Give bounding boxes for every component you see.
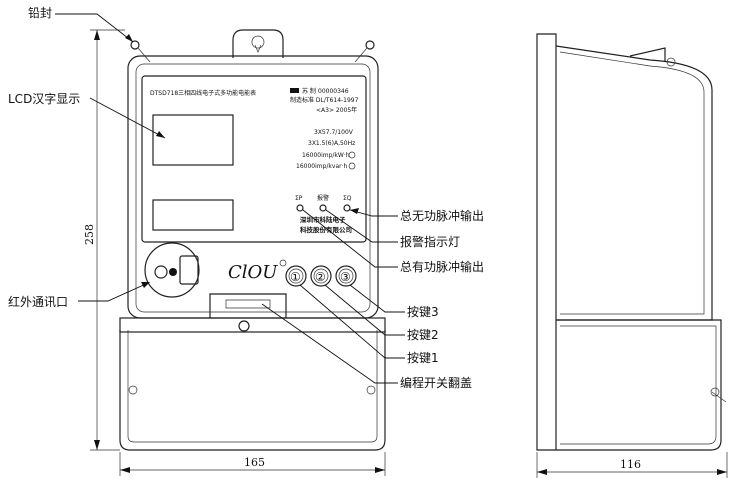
lead-seal-label: 铅封	[28, 6, 52, 20]
bar-window	[152, 199, 234, 231]
side-view	[536, 33, 727, 451]
programming-cover-label: 编程开关翻盖	[400, 375, 472, 390]
svg-text:③: ③	[340, 270, 351, 284]
key-2-label: 按键2	[407, 328, 439, 342]
ir-sensor	[179, 255, 199, 285]
front-view: DTSD718三相四线电子式多功能电能表 苏 制 00000346 制造标准 D…	[119, 29, 386, 451]
svg-text:②: ②	[315, 270, 326, 284]
terminal-cover-top	[119, 317, 386, 333]
ir-lens-icon	[154, 265, 168, 279]
hanging-hole	[251, 35, 265, 53]
terminal-cover	[119, 330, 386, 451]
lcd-label: LCD汉字显示	[8, 91, 80, 106]
left-callouts: 铅封 LCD汉字显示 红外通讯口	[8, 6, 166, 309]
alarm-led	[319, 204, 327, 212]
key-2-button[interactable]	[310, 265, 332, 287]
indicator-q-label: ΣQ	[343, 195, 352, 202]
imp-kvarh-text: 16000imp/kvar·h	[296, 163, 348, 170]
indicator-alarm-label: 报警	[317, 194, 329, 202]
display-panel	[141, 75, 367, 243]
seal-screw-left	[130, 40, 140, 50]
hanging-lug	[232, 29, 284, 58]
front-dimensions: 258 165	[83, 29, 386, 476]
key-3-label: 按键3	[407, 305, 439, 319]
svg-text:苏 制: 苏 制	[302, 87, 316, 95]
side-base-plate	[536, 33, 557, 451]
current-text: 3X1.5(6)A,50Hz	[308, 140, 355, 147]
class-text: <A3> 2005年	[316, 106, 357, 114]
side-seal-ear	[629, 47, 666, 62]
brand-logo: ClOU	[228, 262, 278, 283]
key-1-button[interactable]	[285, 265, 307, 287]
lcd-window	[152, 114, 234, 166]
key-1-label: 按键1	[407, 351, 439, 365]
indicator-p-label: ΣP	[295, 195, 303, 202]
side-dimensions: 116	[536, 452, 728, 478]
width-dimension: 165	[244, 456, 265, 469]
cert-number: 00000346	[318, 88, 349, 95]
side-upper-body	[555, 45, 713, 321]
company-line-2: 科技股份有限公司	[300, 225, 352, 234]
company-line-1: 深圳市科陆电子	[300, 215, 346, 224]
key-3-button[interactable]	[335, 265, 357, 287]
side-terminal-cover	[556, 319, 722, 451]
active-pulse-label: 总有功脉冲输出	[400, 259, 484, 274]
svg-text:①: ①	[290, 270, 301, 284]
seal-screw-right	[365, 40, 375, 50]
voltage-text: 3X57.7/100V	[314, 129, 354, 136]
cover-screw	[238, 320, 250, 332]
alarm-lamp-label: 报警指示灯	[400, 234, 460, 249]
meter-title: DTSD718三相四线电子式多功能电能表	[150, 89, 256, 97]
cmc-logo-icon	[290, 88, 299, 93]
height-dimension: 258	[83, 224, 96, 245]
reactive-pulse-led	[343, 204, 351, 212]
ir-port-housing	[144, 242, 200, 298]
reactive-pulse-label: 总无功脉冲输出	[400, 208, 484, 223]
right-callouts: 总无功脉冲输出 报警指示灯 总有功脉冲输出 按键3 按键2 按键1 编程开关翻盖	[261, 208, 484, 390]
imp-kwh-text: 16000imp/kW·h	[302, 152, 350, 159]
active-pulse-led	[296, 204, 304, 212]
ir-port-label: 红外通讯口	[8, 294, 68, 309]
depth-dimension: 116	[620, 458, 641, 471]
standard-text: 制造标准 DL/T614-1997	[290, 96, 359, 104]
programming-cover[interactable]	[209, 293, 287, 318]
